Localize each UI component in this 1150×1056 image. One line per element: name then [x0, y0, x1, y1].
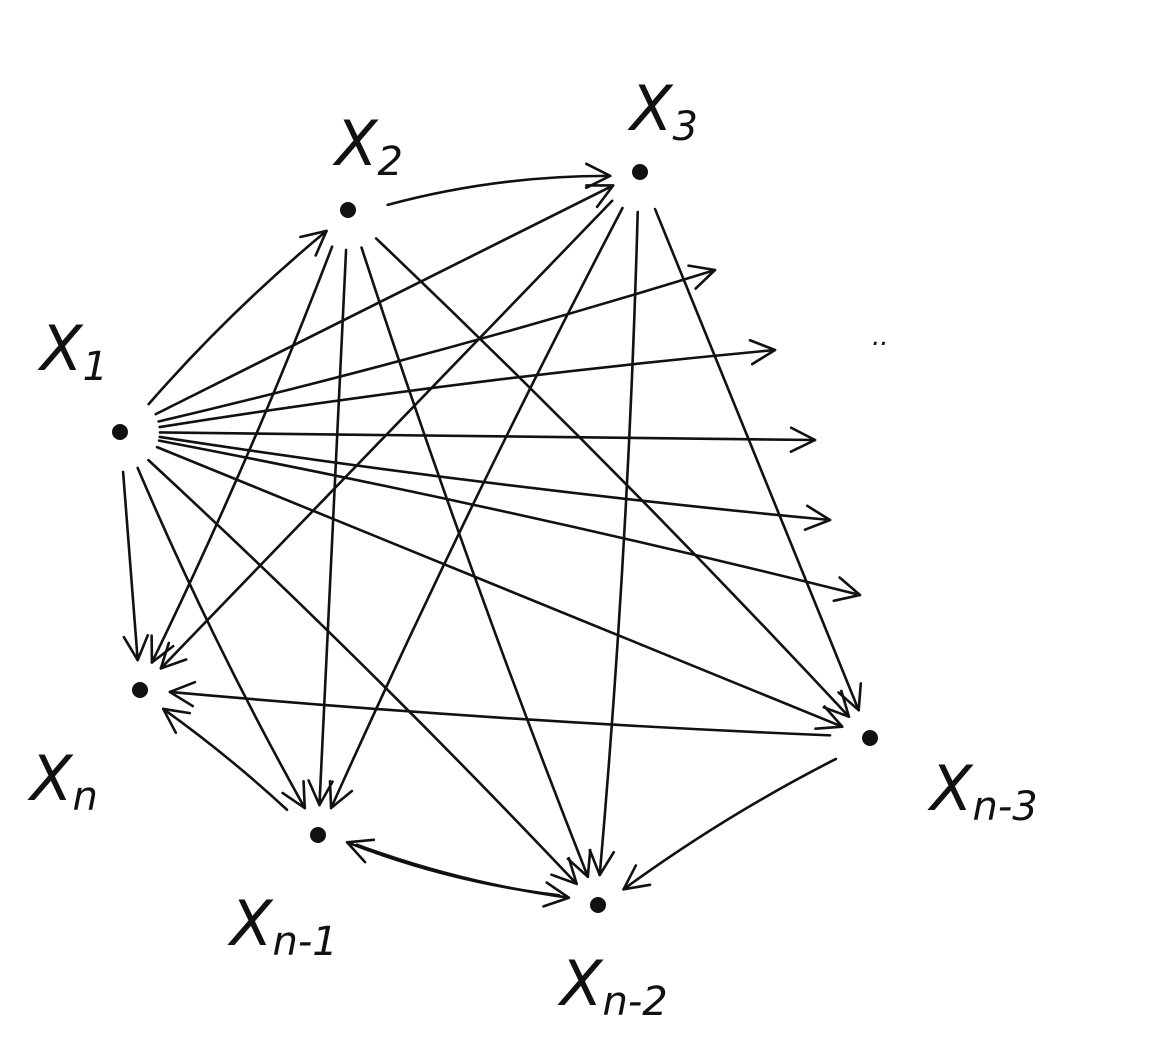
arrowhead-icon	[307, 779, 334, 807]
edge-x1-to-xn2	[147, 458, 578, 886]
arrowhead-icon	[585, 184, 615, 209]
edge-x2-to-xn1	[318, 248, 348, 807]
node-label-main: X	[227, 887, 274, 960]
arrowhead-icon	[542, 881, 571, 908]
edge-x3-to-xn3	[653, 207, 861, 712]
edge-x1-to-out3	[158, 431, 817, 442]
node-label-main: X	[557, 947, 604, 1020]
arrowhead-icon	[748, 338, 777, 366]
node-label-subscript: n-2	[602, 979, 667, 1025]
node-label-main: X	[332, 107, 379, 180]
node-label-subscript: n	[72, 774, 97, 820]
node-label-main: X	[27, 742, 74, 815]
edge-x1-to-out4	[158, 435, 832, 522]
edge-x2-to-xn3	[374, 237, 851, 718]
edge-x1-to-out2	[158, 348, 777, 429]
edge-x3-to-xn2	[598, 210, 640, 877]
arrowhead-icon	[832, 576, 862, 603]
node-label-subscript: 2	[377, 139, 402, 185]
edge-x3-to-xn	[159, 199, 614, 670]
arrowhead-icon	[345, 838, 376, 864]
edge-x2-to-xn2	[360, 246, 590, 879]
node-label-main: X	[927, 752, 974, 825]
node-label-x2: X2	[332, 107, 403, 185]
arrowhead-icon	[622, 864, 652, 891]
node-label-subscript: n-1	[272, 919, 337, 965]
arrowhead-icon	[584, 162, 612, 190]
node-label-x3: X3	[627, 72, 698, 150]
edge-x2-to-xn	[150, 245, 334, 664]
node-label-subscript: n-3	[972, 784, 1037, 830]
edge-x1-to-out1	[157, 268, 717, 423]
edge-x1-to-x3	[154, 184, 615, 416]
arrowhead-icon	[588, 848, 616, 877]
edge-xn3-to-xn2	[622, 757, 838, 891]
node-x1	[112, 424, 128, 440]
arrowhead-icon	[837, 682, 863, 712]
arrowhead-icon	[822, 689, 851, 718]
node-x2	[340, 202, 356, 218]
arrowhead-icon	[687, 264, 717, 290]
edge-x1-to-x2	[147, 229, 328, 406]
arrowhead-icon	[789, 426, 817, 454]
arrowhead-icon	[281, 779, 307, 810]
node-label-main: X	[37, 312, 84, 385]
arrowhead-icon	[161, 707, 192, 734]
node-label-xn1: Xn-1	[227, 887, 338, 965]
edge-xn1-to-xn	[161, 707, 289, 812]
arrowhead-icon	[299, 229, 328, 257]
node-xn	[132, 682, 148, 698]
edge-xn2-to-xn1	[345, 840, 561, 897]
arrowhead-icon	[566, 848, 592, 879]
node-label-xn2: Xn-2	[557, 947, 668, 1025]
node-xn1	[310, 827, 326, 843]
edge-xn3-to-xn	[168, 690, 832, 737]
node-label-xn: Xn	[27, 742, 98, 820]
ellipsis: ..	[872, 322, 889, 352]
arrowhead-icon	[803, 504, 832, 532]
node-label-subscript: 3	[672, 104, 697, 150]
node-label-main: X	[627, 72, 674, 145]
edges-layer	[121, 162, 863, 908]
arrowhead-icon	[168, 680, 197, 708]
edge-x1-to-xn1	[136, 466, 307, 810]
node-xn3	[862, 730, 878, 746]
edge-xn1-to-xn2	[355, 843, 571, 900]
node-x3	[632, 164, 648, 180]
edge-x1-to-out5	[157, 439, 862, 597]
node-label-xn3: Xn-3	[927, 752, 1038, 830]
node-label-subscript: 1	[82, 344, 107, 390]
edge-x1-to-xn3	[155, 445, 844, 728]
edge-x3-to-xn1	[329, 206, 624, 810]
arrowhead-icon	[814, 705, 844, 731]
edge-x1-to-xn	[121, 470, 139, 662]
edge-x2-to-x3	[386, 174, 612, 207]
node-xn2	[590, 897, 606, 913]
arrowhead-icon	[328, 779, 354, 810]
node-label-x1: X1	[37, 312, 108, 390]
arrowhead-icon	[159, 641, 188, 670]
arrowhead-icon	[550, 856, 578, 886]
arrowhead-icon	[122, 633, 150, 662]
